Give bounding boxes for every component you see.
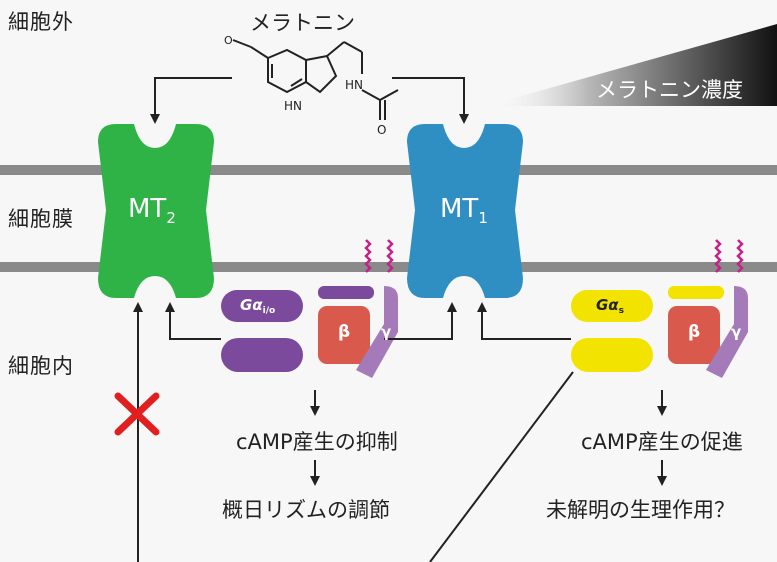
arrow-gs-to-mt1 <box>477 302 571 340</box>
melatonin-label: メラトニン <box>250 11 355 35</box>
g-gamma-right <box>706 286 748 378</box>
outcome-camp-promotion: cAMP産生の促進 <box>581 430 743 454</box>
g-beta-right <box>668 306 720 364</box>
gas-alpha-bottom <box>571 338 653 372</box>
ring-nh-label: HN <box>284 99 302 113</box>
gai-alpha-label: Gαi/o <box>240 296 275 316</box>
block-x-mark <box>114 392 160 436</box>
g-gamma-left-label: γ <box>381 323 392 341</box>
mt1-subscript: 1 <box>478 209 488 227</box>
intracellular-label: 細胞内 <box>8 354 74 378</box>
lipid-anchor-left-2 <box>386 239 394 273</box>
gas-alpha-subscript: s <box>618 306 624 316</box>
line-gs-diagonal <box>429 371 574 562</box>
g-gamma-left <box>356 286 398 378</box>
membrane-inner-line <box>0 262 777 272</box>
gas-alpha-text: Gα <box>596 296 619 314</box>
mt1-receptor-label: MT1 <box>440 194 488 227</box>
gas-linker <box>668 286 724 299</box>
mt1-name: MT <box>440 194 479 224</box>
mt1-receptor <box>407 124 523 298</box>
amide-nh-label: HN <box>345 78 363 92</box>
membrane-outer-line <box>0 165 777 175</box>
methoxy-o-label: O <box>224 34 233 47</box>
lipid-anchor-left-1 <box>364 239 372 273</box>
g-beta-right-label: β <box>688 322 701 342</box>
g-beta-left-label: β <box>338 322 351 342</box>
arrow-gi-to-mt1 <box>384 302 457 340</box>
melatonin-molecule <box>232 39 399 120</box>
outcome-camp-inhibition: cAMP産生の抑制 <box>236 430 398 454</box>
gas-alpha-top <box>571 290 653 322</box>
gai-alpha-subscript: i/o <box>262 306 276 316</box>
lipid-anchor-right-2 <box>736 239 744 273</box>
mt2-name: MT <box>128 194 167 224</box>
gas-alpha-label: Gαs <box>596 296 624 316</box>
arrow-gi-to-mt2 <box>165 302 221 340</box>
g-beta-left <box>318 306 370 364</box>
gai-alpha-top <box>221 290 303 322</box>
outcome-circadian-regulation: 概日リズムの調節 <box>222 498 390 522</box>
mt2-receptor-label: MT2 <box>128 194 176 227</box>
carbonyl-o-label: O <box>377 123 386 137</box>
mt2-receptor <box>98 124 214 298</box>
melatonin-gradient-wedge <box>486 24 777 106</box>
outcome-unknown-physiology: 未解明の生理作用？ <box>546 498 735 522</box>
mt2-subscript: 2 <box>166 209 176 227</box>
gai-alpha-text: Gα <box>240 296 263 314</box>
extracellular-label: 細胞外 <box>8 10 74 34</box>
melatonin-concentration-label: メラトニン濃度 <box>596 78 743 102</box>
arrow-melatonin-to-mt2 <box>150 77 232 124</box>
g-gamma-right-label: γ <box>731 323 742 341</box>
gai-alpha-bottom <box>221 338 303 372</box>
membrane-label: 細胞膜 <box>8 207 74 231</box>
lipid-anchor-right-1 <box>714 239 722 273</box>
arrow-melatonin-to-mt1 <box>392 77 469 124</box>
gai-linker <box>318 286 374 299</box>
